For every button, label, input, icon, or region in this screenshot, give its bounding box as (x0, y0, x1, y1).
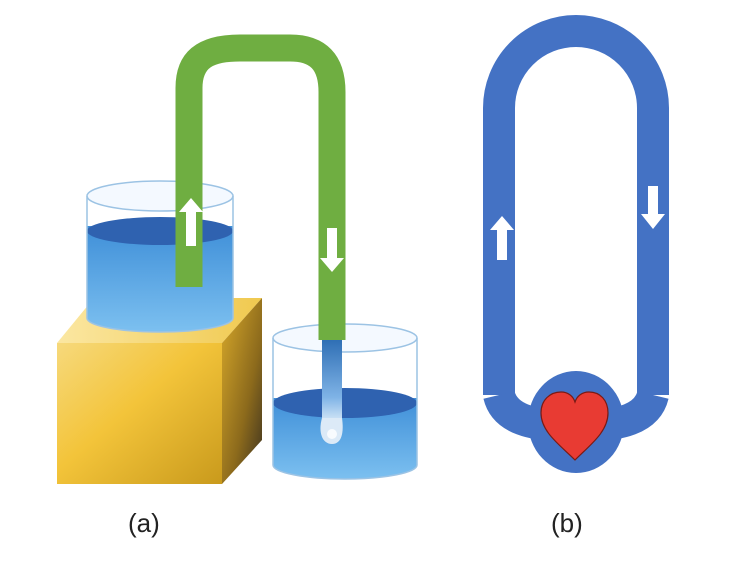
water-stream (320, 340, 343, 444)
lower-beaker (272, 323, 418, 480)
panel-a-siphon (57, 34, 418, 484)
down-arrow-icon (641, 186, 665, 229)
up-arrow-icon (490, 216, 514, 260)
circulation-loop (483, 15, 669, 395)
upper-beaker (86, 180, 234, 333)
down-arrow-icon (320, 228, 344, 272)
siphon-tube-body (175, 34, 346, 340)
up-arrow-icon (179, 198, 203, 246)
panel-b-circulation (483, 15, 669, 473)
yellow-box (57, 298, 262, 484)
caption-b: (b) (551, 508, 583, 538)
heart-icon (540, 391, 609, 461)
caption-a: (a) (128, 508, 160, 538)
